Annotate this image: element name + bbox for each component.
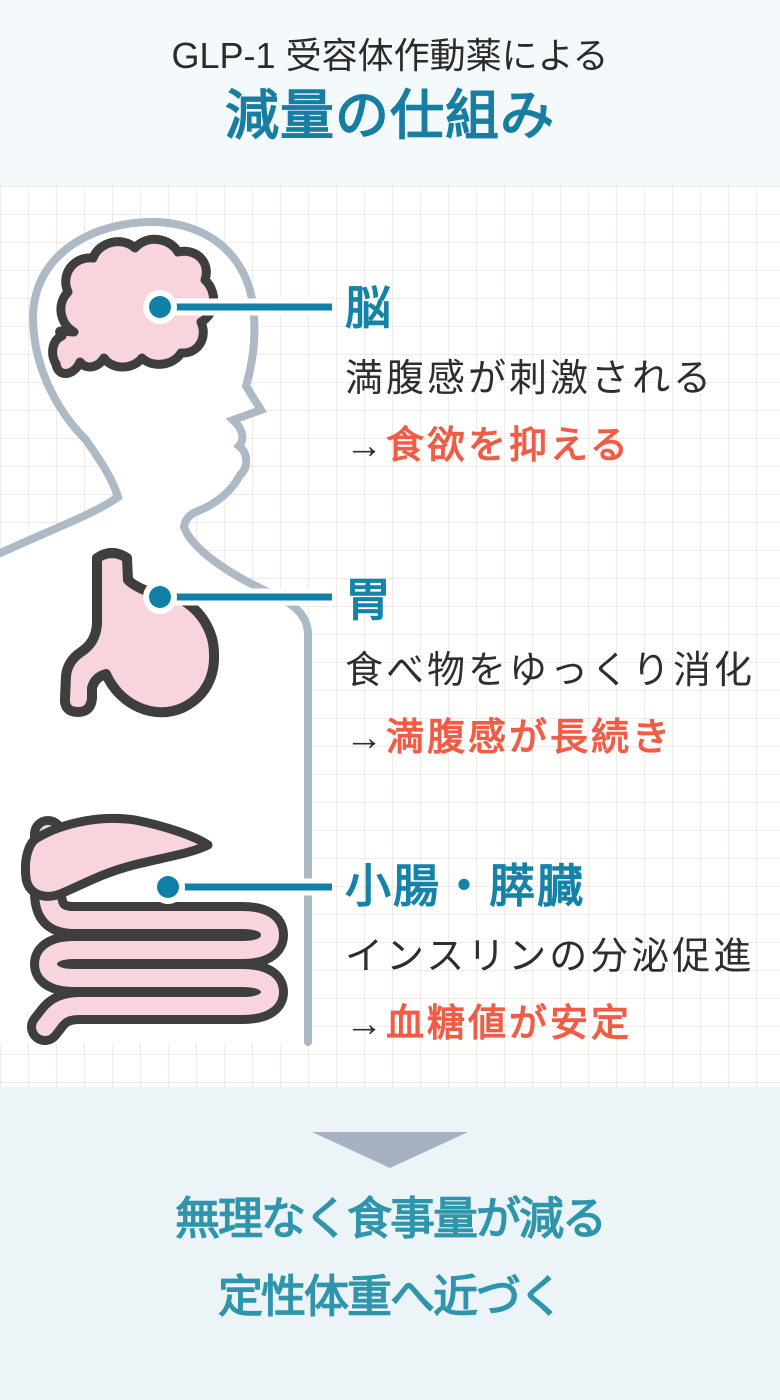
callout-dot-stomach — [149, 586, 171, 608]
organ-label-stomach: 胃 — [345, 574, 393, 626]
anatomy-panel — [0, 186, 780, 1087]
arrow-glyph: → — [345, 425, 386, 467]
pancreas-illustration — [20, 813, 213, 901]
section-brain: 脳 満腹感が刺激される →食欲を抑える — [345, 283, 775, 468]
organ-effect-text-intestine-pancreas: 血糖値が安定 — [386, 1003, 633, 1045]
section-intestine-pancreas: 小腸・膵臓 インスリンの分泌促進 →血糖値が安定 — [345, 861, 775, 1046]
conclusion-band: 無理なく食事量が減る 定性体重へ近づく — [0, 1087, 780, 1400]
arrow-glyph: → — [345, 717, 386, 759]
small-intestine-illustration — [27, 816, 288, 1045]
body-silhouette-outline — [0, 217, 312, 1046]
organ-label-brain: 脳 — [345, 282, 393, 334]
organ-label-intestine-pancreas: 小腸・膵臓 — [345, 860, 585, 912]
callout-dot-intestine — [157, 876, 179, 898]
organ-description-brain: 満腹感が刺激される — [345, 358, 715, 400]
section-stomach: 胃 食べ物をゆっくり消化 →満腹感が長続き — [345, 575, 775, 760]
brain-illustration — [48, 234, 218, 378]
conclusion-line1: 無理なく食事量が減る — [174, 1193, 607, 1244]
down-arrow-icon — [312, 1132, 468, 1168]
anatomy-illustration — [0, 217, 332, 1046]
organ-effect-stomach: →満腹感が長続き — [345, 716, 775, 760]
intestine-fill — [36, 825, 279, 1036]
page-title-line1: GLP-1 受容体作動薬による — [171, 35, 609, 76]
organ-effect-intestine-pancreas: →血糖値が安定 — [345, 1002, 775, 1046]
conclusion-line2: 定性体重へ近づく — [217, 1271, 564, 1322]
organ-effect-text-brain: 食欲を抑える — [386, 425, 631, 467]
organ-effect-text-stomach: 満腹感が長続き — [386, 717, 674, 759]
arrow-glyph: → — [345, 1003, 386, 1045]
title-band: GLP-1 受容体作動薬による 減量の仕組み — [0, 0, 780, 186]
organ-effect-brain: →食欲を抑える — [345, 424, 775, 468]
page-title-line2: 減量の仕組み — [225, 86, 555, 146]
organ-description-intestine-pancreas: インスリンの分泌促進 — [345, 936, 755, 978]
organ-description-stomach: 食べ物をゆっくり消化 — [345, 650, 756, 692]
callout-dot-brain — [149, 296, 171, 318]
conclusion-text: 無理なく食事量が減る 定性体重へ近づく — [0, 1180, 780, 1336]
